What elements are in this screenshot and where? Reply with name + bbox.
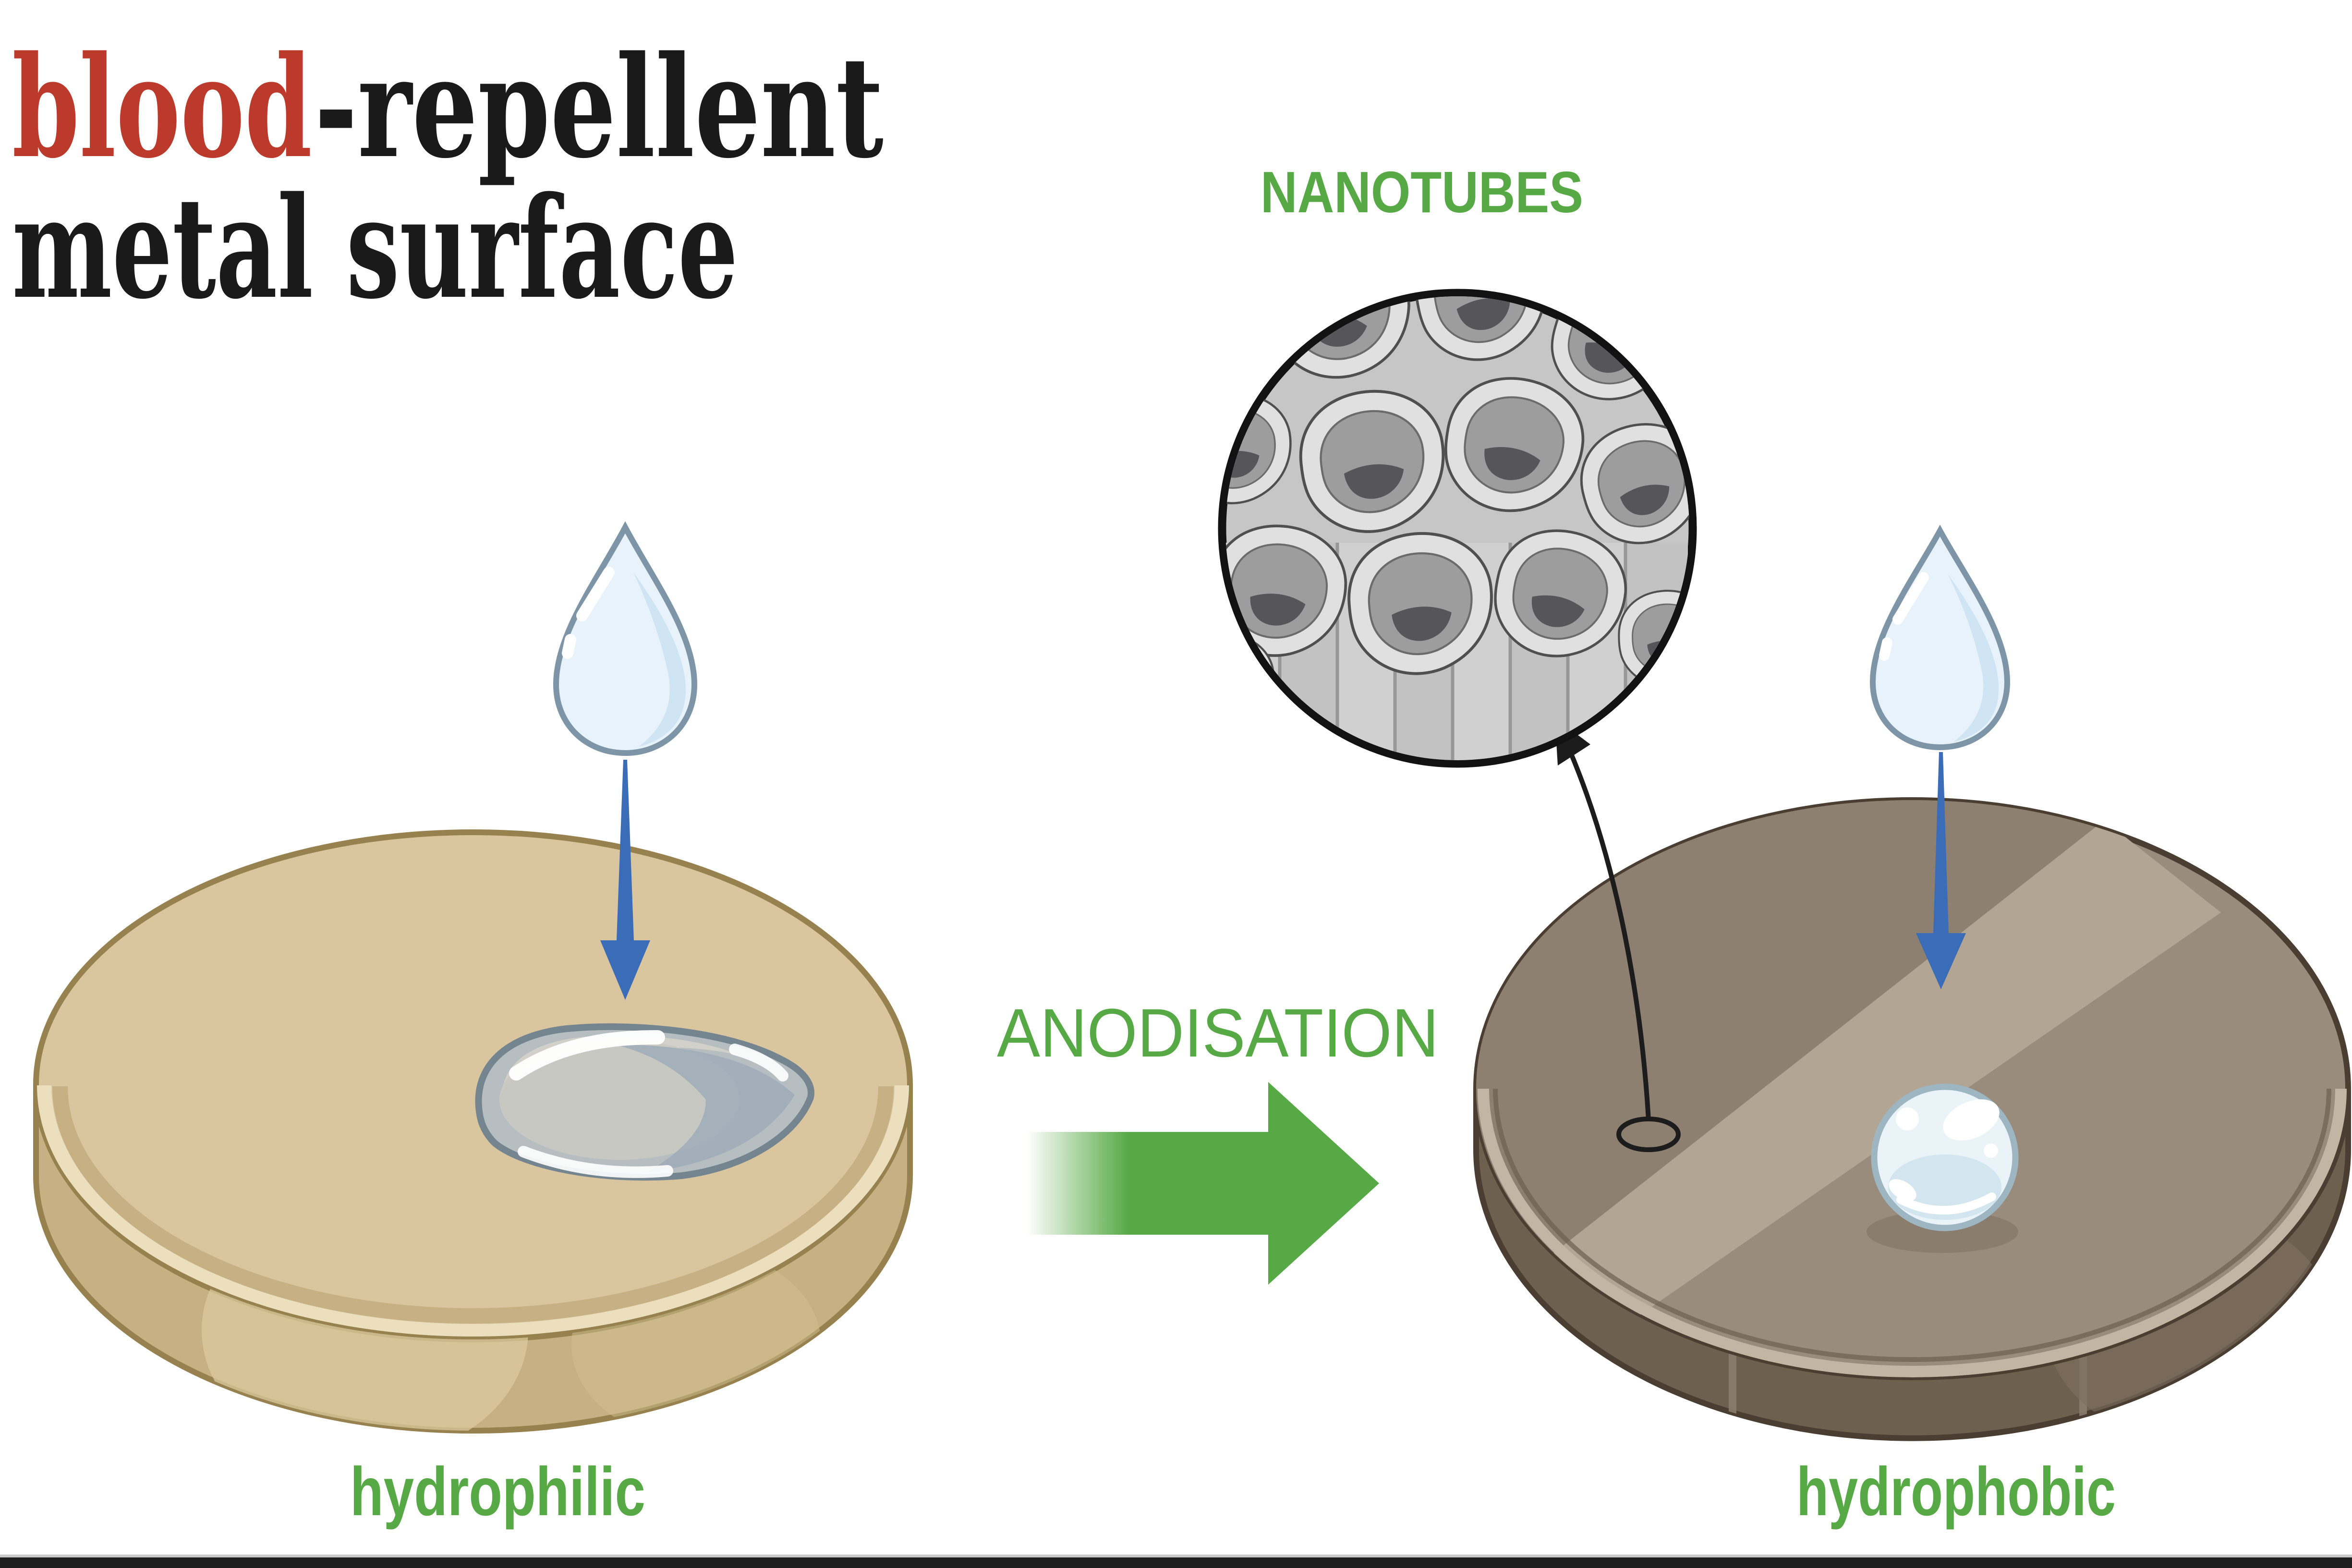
hydrophilic-label: hydrophilic (350, 1454, 645, 1530)
falling-droplet-right (1869, 524, 2011, 751)
page-title: blood -repellent metal surface (12, 26, 884, 330)
spread-droplet (475, 1023, 814, 1181)
down-arrow-right (1916, 752, 1966, 989)
right-arrow-icon (1268, 1082, 1379, 1285)
falling-droplet-left (553, 521, 698, 756)
magnifier-pointer-arrow (1569, 753, 1651, 1120)
hydrophobic-disc (1473, 718, 2351, 1441)
water-drop-icon (553, 521, 698, 756)
anodisation-arrow (1027, 1082, 1379, 1285)
title-word-blood: blood (12, 26, 312, 189)
nanotubes-magnifier (1218, 289, 1697, 768)
water-drop-icon (1869, 524, 2011, 751)
down-arrow-left (600, 760, 650, 1000)
bead-droplet (1867, 1083, 2019, 1253)
anodisation-label: ANODISATION (997, 995, 1439, 1071)
title-line2: metal surface (12, 167, 738, 330)
title-word-repellent: -repellent (315, 26, 884, 189)
bottom-border (0, 1555, 2352, 1568)
hydrophobic-label: hydrophobic (1796, 1454, 2116, 1530)
hydrophilic-disc (33, 829, 913, 1434)
nanotubes-label: NANOTUBES (1261, 159, 1583, 225)
